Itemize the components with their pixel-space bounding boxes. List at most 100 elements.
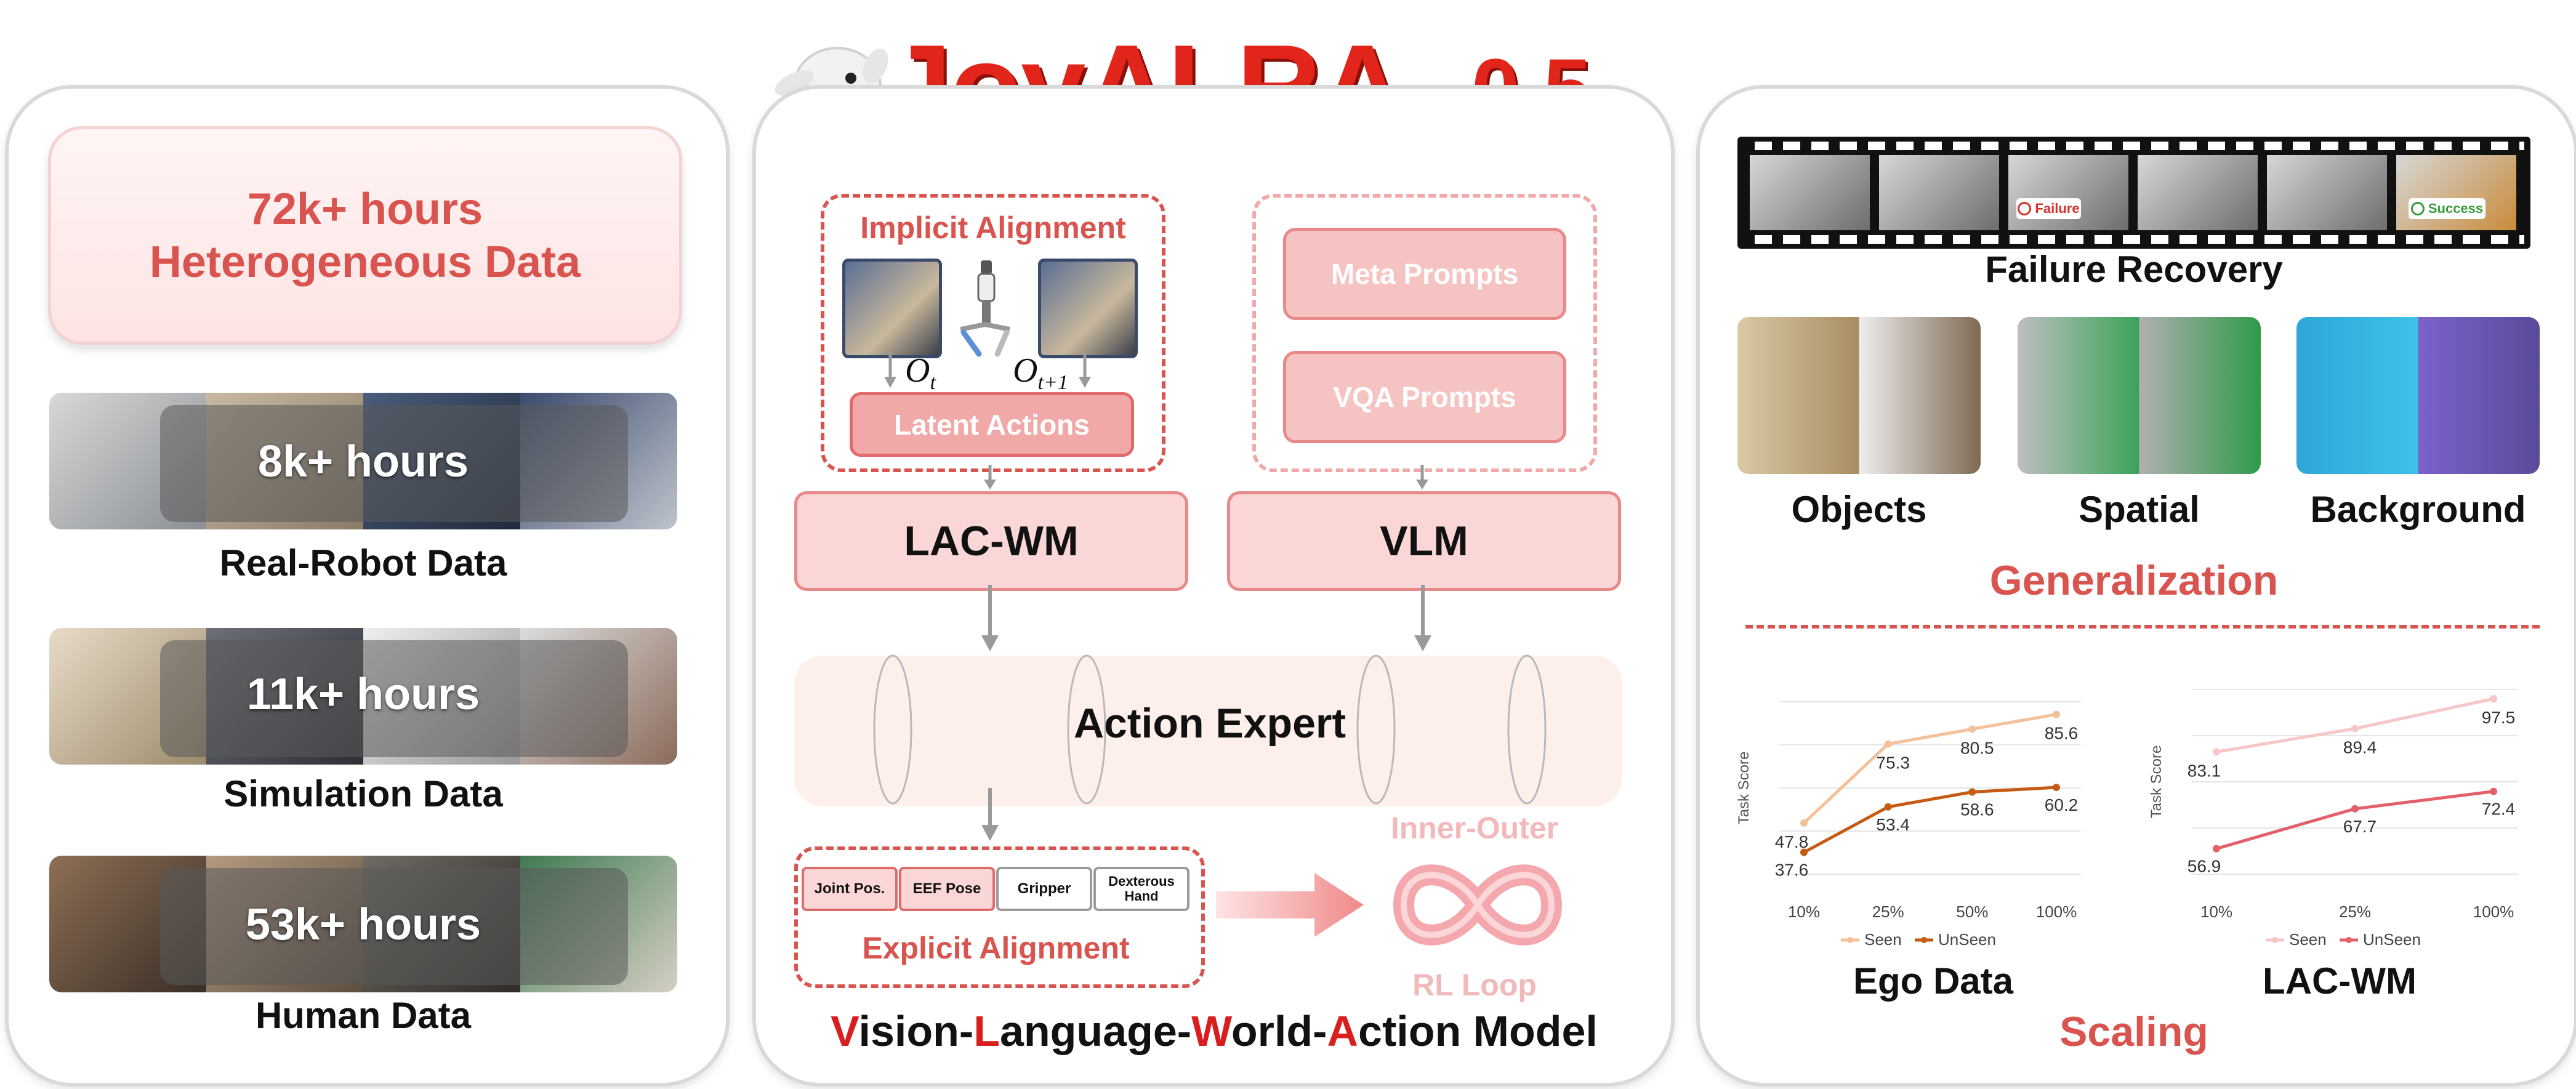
real-robot-hours: 8k+ hours xyxy=(257,437,469,486)
success-badge-icon xyxy=(2410,202,2425,215)
explicit-alignment-title: Explicit Alignment xyxy=(862,931,1130,965)
infinity-loop-icon xyxy=(1379,850,1576,960)
success-badge-label: Success xyxy=(2428,201,2484,216)
legend-marker xyxy=(2346,937,2352,943)
x-tick-label: 25% xyxy=(1872,902,1904,921)
obs-t-letter: O xyxy=(905,352,930,390)
arrow-vlm-to-expert xyxy=(1413,585,1433,654)
data-point xyxy=(2213,845,2220,853)
data-label: 75.3 xyxy=(1876,753,1910,773)
observation-t-image xyxy=(842,259,942,358)
model-name-part: V xyxy=(831,1007,859,1055)
simulation-hours: 11k+ hours xyxy=(246,670,480,719)
data-label: 72.4 xyxy=(2482,800,2516,819)
x-tick-label: 25% xyxy=(2339,902,2371,921)
legend-label: UnSeen xyxy=(2363,930,2421,949)
model-name-part: anguage- xyxy=(999,1007,1192,1055)
prompts-box xyxy=(1252,194,1597,472)
background-image xyxy=(2296,317,2540,474)
legend-label: Seen xyxy=(1864,930,1902,949)
arrow-expert-to-explicit xyxy=(980,788,1000,843)
lacwm-block: LAC-WM xyxy=(794,491,1188,591)
data-label: 47.8 xyxy=(1775,832,1809,851)
objects-image xyxy=(1737,317,1981,474)
legend-marker xyxy=(1847,937,1853,943)
failure-badge-label: Failure xyxy=(2035,201,2080,216)
failure-recovery-label: Failure Recovery xyxy=(1985,248,2283,290)
data-point xyxy=(1884,740,1892,748)
success-badge: Success xyxy=(2409,198,2485,219)
data-point xyxy=(1968,725,1976,733)
human-label: Human Data xyxy=(255,994,472,1036)
model-name-part: W xyxy=(1191,1007,1231,1055)
arrow-to-rl-loop xyxy=(1216,868,1370,942)
x-tick-label: 100% xyxy=(2473,902,2514,921)
series-line-seen xyxy=(1803,713,2057,824)
data-label: 67.7 xyxy=(2343,817,2377,836)
obs-t1-label: Ot+1 xyxy=(1013,351,1068,395)
arrow-prompts-to-vlm xyxy=(1415,465,1430,491)
data-point xyxy=(1968,788,1976,796)
ego-data-chart-title: Ego Data xyxy=(1853,960,2014,1002)
failure-badge-icon xyxy=(2018,202,2032,215)
data-point xyxy=(2490,695,2497,702)
loop-top-label: Inner-Outer xyxy=(1390,811,1559,845)
data-label: 60.2 xyxy=(2045,795,2079,814)
arrow-obs-t1-down xyxy=(1077,352,1092,389)
data-point xyxy=(1884,803,1892,811)
scaling-label: Scaling xyxy=(2059,1008,2208,1055)
model-name-part: ision- xyxy=(858,1007,974,1055)
generalization-label: Generalization xyxy=(1989,557,2279,604)
failure-recovery-filmstrip xyxy=(1737,137,2530,249)
model-name-parts: Vision-Language-World-Action Model xyxy=(831,1007,1598,1056)
data-point xyxy=(2053,784,2060,792)
data-label: 83.1 xyxy=(2188,761,2221,780)
legend-label: Seen xyxy=(2289,930,2327,949)
results-panel xyxy=(1696,85,2576,1087)
simulation-label: Simulation Data xyxy=(223,773,503,814)
x-tick-label: 50% xyxy=(1956,902,1988,921)
obs-t-subscript: t xyxy=(930,371,936,395)
model-name-part: orld- xyxy=(1231,1007,1327,1055)
data-point xyxy=(2490,787,2497,795)
x-tick-label: 10% xyxy=(1788,902,1820,921)
data-point xyxy=(2351,725,2359,733)
x-tick-label: 100% xyxy=(2036,902,2077,921)
arrow-latent-to-lacwm xyxy=(983,465,997,491)
data-label: 89.4 xyxy=(2343,738,2377,757)
obs-t1-subscript: t+1 xyxy=(1037,371,1068,395)
model-name-part: L xyxy=(973,1007,1000,1055)
action-expert-cylinder xyxy=(794,637,1625,810)
data-point xyxy=(2351,805,2359,813)
implicit-alignment-title: Implicit Alignment xyxy=(860,211,1126,245)
data-label: 80.5 xyxy=(1960,738,1994,757)
data-point xyxy=(1800,848,1808,856)
background-label: Background xyxy=(2310,488,2526,530)
data-label: 58.6 xyxy=(1960,800,1994,819)
data-label: 53.4 xyxy=(1876,815,1910,834)
ego-data-chart: Task Score10%25%50%100%47.875.380.585.63… xyxy=(1736,701,2081,949)
action-expert-label: Action Expert xyxy=(1073,700,1346,747)
data-label: 85.6 xyxy=(2045,724,2079,743)
spatial-label: Spatial xyxy=(2079,488,2200,530)
section-divider xyxy=(1745,625,2540,629)
human-hours: 53k+ hours xyxy=(245,900,481,949)
legend-marker xyxy=(2272,937,2278,943)
y-axis-label: Task Score xyxy=(1736,752,1752,825)
latent-actions-box: Latent Actions xyxy=(850,392,1134,457)
model-name-part: A xyxy=(1327,1007,1359,1055)
data-label: 56.9 xyxy=(2188,857,2221,876)
real-robot-image-strip xyxy=(49,393,677,529)
meta-prompts-box: Meta Prompts xyxy=(1283,228,1566,320)
explicit-item-gripper: Gripper xyxy=(996,867,1092,911)
vqa-prompts-box: VQA Prompts xyxy=(1283,351,1566,443)
x-tick-label: 10% xyxy=(2200,902,2232,921)
obs-t1-letter: O xyxy=(1013,352,1038,390)
legend-marker xyxy=(1921,937,1927,943)
y-axis-label: Task Score xyxy=(2148,745,2165,819)
robot-arm-icon xyxy=(951,255,1022,360)
objects-label: Objects xyxy=(1791,488,1927,530)
total-hours-card: 72k+ hours Heterogeneous Data xyxy=(48,126,682,345)
simulation-image-strip xyxy=(49,628,677,765)
lac-wm-chart-title: LAC-WM xyxy=(2263,960,2417,1002)
